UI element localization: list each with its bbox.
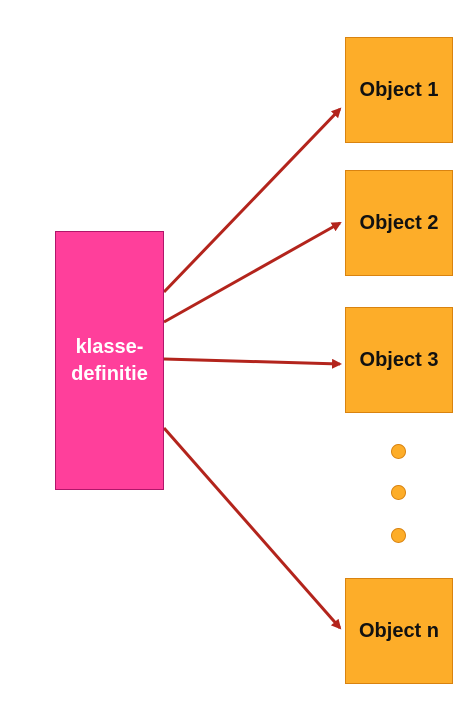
object-box-2: Object 2 <box>345 170 453 276</box>
class-definition-label: klasse- definitie <box>71 334 148 388</box>
arrow-to-object-3 <box>163 357 342 369</box>
ellipsis-dot <box>391 528 406 543</box>
arrow-to-object-n <box>162 427 342 630</box>
arrow-to-object-1 <box>162 107 342 294</box>
object-box-3: Object 3 <box>345 307 453 413</box>
ellipsis-dot <box>391 485 406 500</box>
object-label: Object n <box>358 619 439 642</box>
class-definition-label-line1: klasse- <box>75 335 144 358</box>
object-label: Object 2 <box>359 211 439 234</box>
class-definition-box: klasse- definitie <box>55 231 164 490</box>
class-definition-label-line2: definitie <box>71 362 148 385</box>
object-box-n: Object n <box>345 578 453 684</box>
arrow-to-object-2 <box>163 221 342 324</box>
object-label: Object 1 <box>359 78 439 101</box>
object-box-1: Object 1 <box>345 37 453 143</box>
ellipsis-dot <box>391 444 406 459</box>
object-label: Object 3 <box>359 348 439 371</box>
